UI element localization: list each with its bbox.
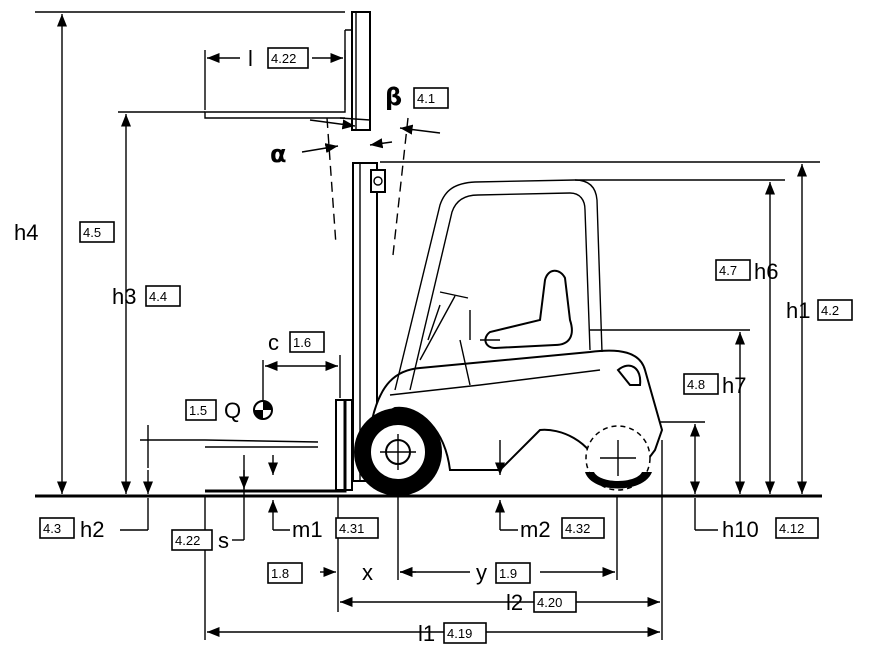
- h10-symbol: h10: [722, 517, 759, 542]
- dim-label-h4: h4 4.5: [14, 220, 115, 245]
- dim-label-l1: l1 4.19: [418, 621, 487, 646]
- h1-symbol: h1: [786, 298, 810, 323]
- dim-label-c: c 1.6: [268, 330, 325, 355]
- h10-ref-box: 4.12: [775, 517, 819, 539]
- m1-symbol: m1: [292, 517, 323, 542]
- dim-label-h3: h3 4.4: [112, 284, 181, 309]
- h1-ref-box: 4.2: [817, 299, 853, 321]
- svg-text:4.3: 4.3: [43, 521, 61, 536]
- l-ref-box: 4.22: [267, 47, 309, 69]
- svg-text:1.5: 1.5: [189, 403, 207, 418]
- h6-symbol: h6: [754, 259, 778, 284]
- dim-label-l: l 4.22: [248, 46, 309, 71]
- h7-symbol: h7: [722, 373, 746, 398]
- svg-text:1.6: 1.6: [293, 335, 311, 350]
- rear-wheel: [585, 425, 652, 491]
- c-ref-box: 1.6: [289, 331, 325, 353]
- h3-symbol: h3: [112, 284, 136, 309]
- s-symbol: s: [218, 528, 229, 553]
- h2-symbol: h2: [80, 517, 104, 542]
- svg-text:4.2: 4.2: [821, 303, 839, 318]
- x-symbol: x: [362, 560, 373, 585]
- forklift-drawing: [35, 11, 822, 498]
- dim-label-s: 4.22 s: [171, 528, 229, 553]
- h2-ref-box: 4.3: [39, 517, 75, 539]
- dim-label-y: y 1.9: [476, 560, 531, 585]
- svg-text:4.7: 4.7: [719, 263, 737, 278]
- m1-ref-box: 4.31: [335, 517, 379, 539]
- load-center-symbol: [253, 400, 273, 420]
- y-ref-box: 1.9: [495, 562, 531, 584]
- beta-symbol: β: [385, 83, 402, 111]
- m2-symbol: m2: [520, 517, 551, 542]
- q-symbol: Q: [224, 398, 241, 423]
- dim-label-h7: 4.8 h7: [683, 373, 746, 398]
- s-ref-box: 4.22: [171, 529, 213, 551]
- seat-and-controls: [419, 269, 573, 386]
- front-wheel: [354, 408, 442, 496]
- dimension-lines: [35, 11, 820, 640]
- l1-symbol: l1: [418, 621, 435, 646]
- dim-label-h10: h10 4.12: [722, 517, 819, 542]
- svg-text:4.22: 4.22: [271, 51, 296, 66]
- svg-text:1.8: 1.8: [271, 566, 289, 581]
- x-ref-box: 1.8: [267, 562, 303, 584]
- svg-text:4.32: 4.32: [565, 521, 590, 536]
- svg-text:1.9: 1.9: [499, 566, 517, 581]
- h3-ref-box: 4.4: [145, 285, 181, 307]
- svg-text:4.1: 4.1: [417, 91, 435, 106]
- l2-symbol: l2: [506, 590, 523, 615]
- truck-body: [370, 349, 664, 471]
- svg-text:4.20: 4.20: [537, 595, 562, 610]
- dim-label-h1: h1 4.2: [786, 298, 853, 323]
- h4-ref-box: 4.5: [79, 221, 115, 243]
- dim-label-x: 1.8 x: [267, 560, 373, 585]
- dim-label-alpha: α: [270, 140, 287, 168]
- l-symbol: l: [248, 46, 253, 71]
- h6-ref-box: 4.7: [715, 259, 751, 281]
- alpha-symbol: α: [270, 140, 287, 168]
- svg-text:4.19: 4.19: [447, 626, 472, 641]
- svg-text:4.8: 4.8: [687, 377, 705, 392]
- q-ref-box: 1.5: [185, 399, 217, 421]
- l1-ref-box: 4.19: [443, 622, 487, 644]
- dim-label-q: 1.5 Q: [185, 398, 241, 423]
- dim-label-m2: m2 4.32: [520, 517, 605, 542]
- dim-label-h2: 4.3 h2: [39, 517, 104, 542]
- dim-label-beta: β 4.1: [385, 83, 449, 111]
- dim-label-h6: 4.7 h6: [715, 259, 778, 284]
- svg-text:4.22: 4.22: [175, 533, 200, 548]
- dim-label-l2: l2 4.20: [506, 590, 577, 615]
- forks-lowered: [204, 400, 347, 493]
- h4-symbol: h4: [14, 220, 38, 245]
- dim-label-m1: m1 4.31: [292, 517, 379, 542]
- overhead-guard: [394, 179, 603, 391]
- l2-ref-box: 4.20: [533, 591, 577, 613]
- svg-text:4.4: 4.4: [149, 289, 167, 304]
- m2-ref-box: 4.32: [561, 517, 605, 539]
- svg-text:4.31: 4.31: [339, 521, 364, 536]
- c-symbol: c: [268, 330, 279, 355]
- svg-text:4.5: 4.5: [83, 225, 101, 240]
- svg-text:4.12: 4.12: [779, 521, 804, 536]
- h7-ref-box: 4.8: [683, 373, 719, 395]
- beta-ref-box: 4.1: [413, 87, 449, 109]
- y-symbol: y: [476, 560, 487, 585]
